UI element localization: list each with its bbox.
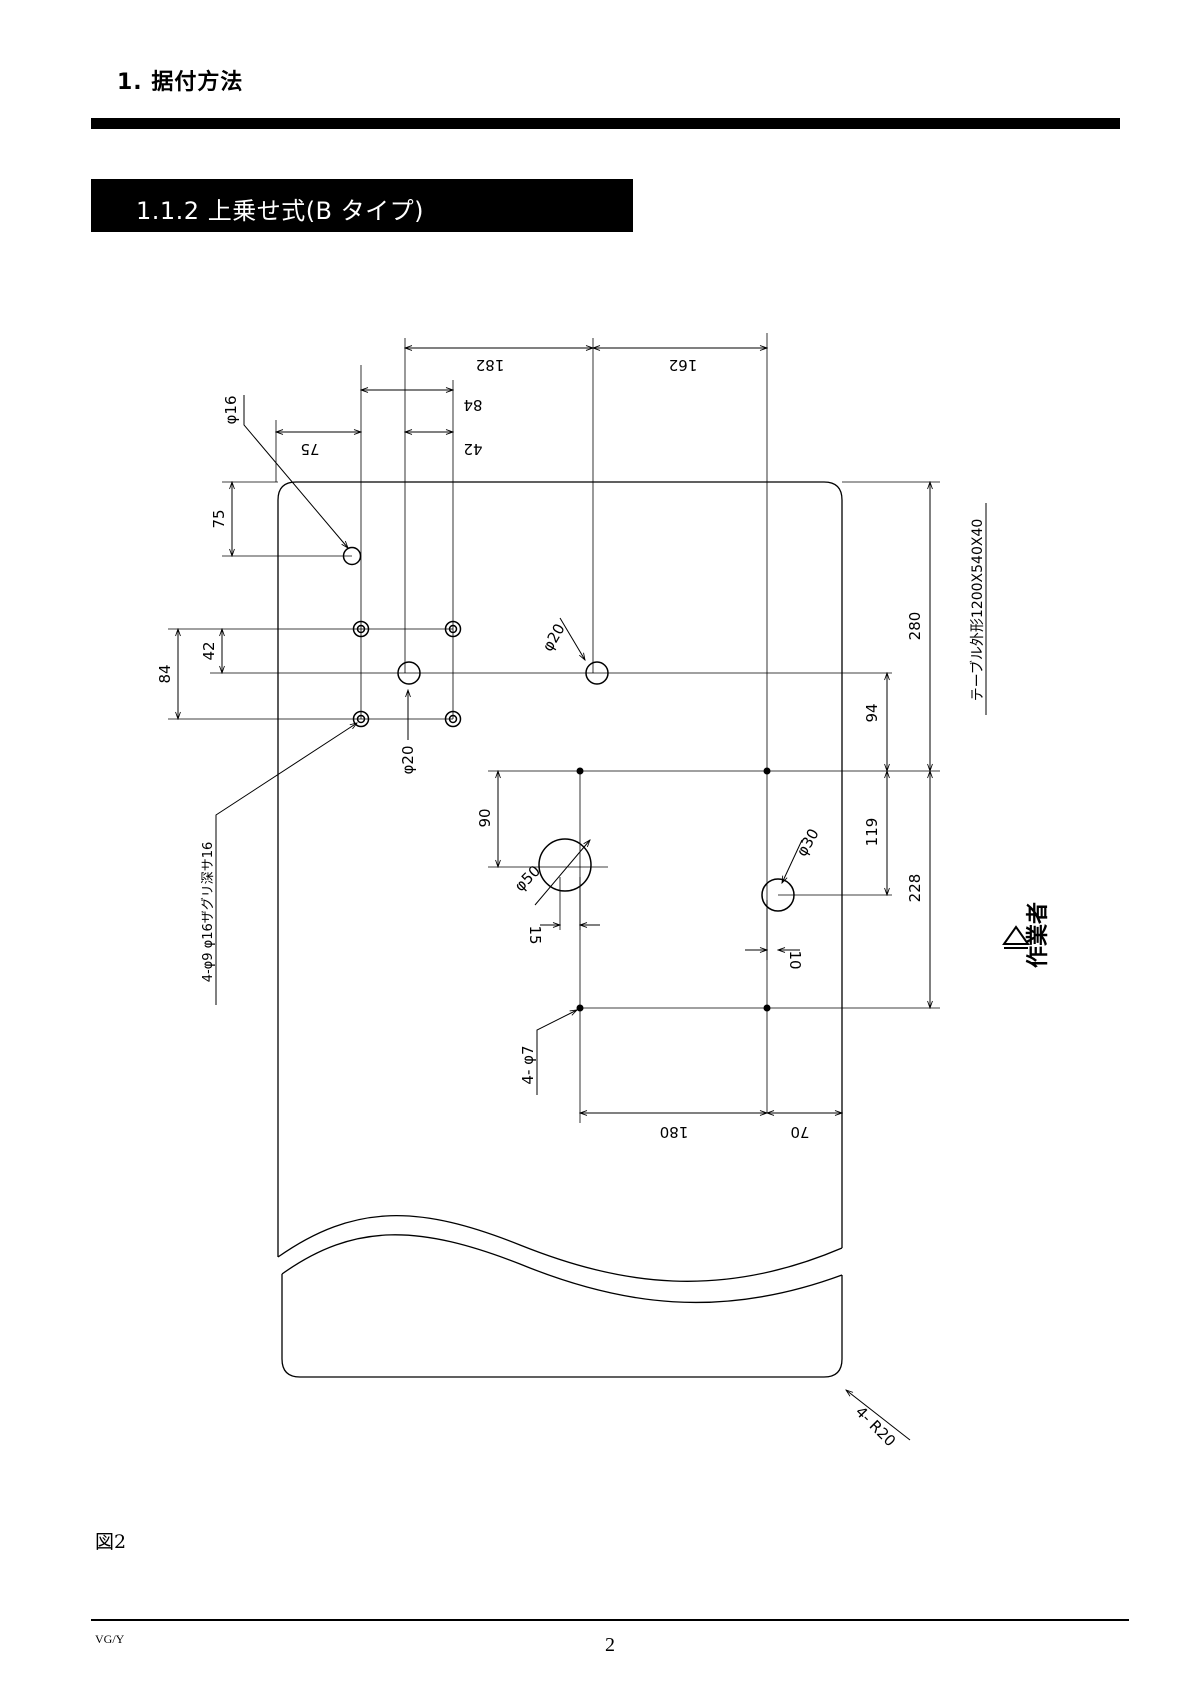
table-size-note: テーブル外形1200X540X40: [969, 519, 986, 702]
callout-4phi9: 4-φ9 φ16ザグリ深サ16: [201, 842, 216, 983]
figure-caption: 図2: [95, 1527, 126, 1554]
table-outline-top: [278, 482, 842, 1257]
dim-70: 70: [790, 1123, 809, 1141]
hole-phi7-3: [577, 1005, 584, 1012]
dim-42-left: 42: [200, 641, 218, 660]
operator-label: 作業者: [1026, 902, 1051, 968]
dim-75-top: 75: [300, 440, 319, 458]
callout-phi16: φ16: [222, 396, 240, 425]
hole-phi7-1: [577, 768, 584, 775]
break-line-upper: [278, 1216, 842, 1282]
dim-90: 90: [476, 808, 494, 827]
dim-162: 162: [669, 356, 698, 374]
dim-75-left: 75: [210, 509, 228, 528]
page-number: 2: [605, 1634, 615, 1657]
callout-phi30: φ30: [793, 825, 823, 859]
table-outline-bottom: [282, 1274, 842, 1377]
dim-228: 228: [906, 874, 924, 903]
callout-4phi7: 4- φ7: [519, 1045, 537, 1084]
dim-15: 15: [526, 925, 544, 944]
dim-280: 280: [906, 612, 924, 641]
operator-triangle-icon: [1004, 927, 1028, 944]
callout-phi20-left: φ20: [399, 746, 417, 775]
dim-182: 182: [476, 356, 505, 374]
dim-84-left: 84: [156, 664, 174, 683]
dim-84-top: 84: [463, 396, 482, 414]
hole-phi7-4: [764, 1005, 771, 1012]
hole-phi7-2: [764, 768, 771, 775]
dim-10: 10: [786, 950, 804, 969]
break-line-lower: [282, 1235, 842, 1303]
dim-180: 180: [660, 1123, 689, 1141]
dim-119: 119: [863, 818, 881, 847]
footer-rule: [91, 1619, 1129, 1621]
dim-94: 94: [863, 703, 881, 722]
footer-model: VG/Y: [95, 1632, 124, 1647]
dim-42-top: 42: [463, 440, 482, 458]
hole-phi50: [539, 839, 591, 891]
